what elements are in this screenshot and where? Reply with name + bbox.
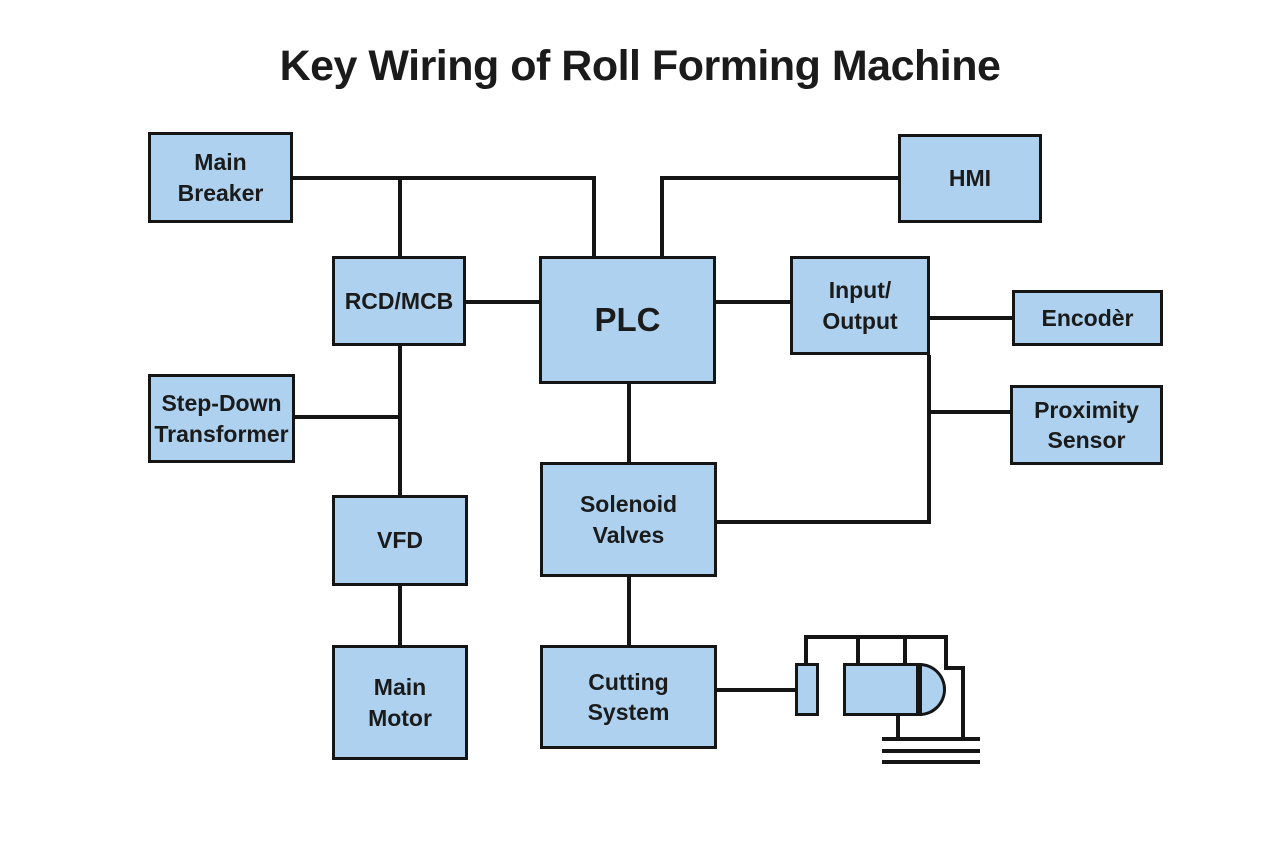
wire-branch-to-proximity-sensor (931, 410, 1010, 414)
node-input-output: Input/ Output (790, 256, 930, 355)
ground-line-1 (882, 737, 980, 741)
motor-wire-to-ground (961, 666, 965, 741)
wire-plc-to-solenoid-valves (627, 384, 631, 462)
motor-end-cap (919, 663, 946, 716)
wire-plc-to-input-output (716, 300, 790, 304)
wire-input-output-to-encoder (930, 316, 1012, 320)
motor-wire-body-drop-2 (903, 635, 907, 665)
motor-wire-right-down (944, 635, 948, 670)
node-main-breaker: Main Breaker (148, 132, 293, 223)
wire-hmi-to-plc (660, 176, 664, 256)
node-vfd: VFD (332, 495, 468, 586)
node-proximity-sensor: Proximity Sensor (1010, 385, 1163, 465)
wire-vfd-to-main-motor (398, 586, 402, 646)
node-encoder: Encodèr (1012, 290, 1163, 346)
node-hmi: HMI (898, 134, 1042, 223)
wire-rcd-mcb-to-plc (466, 300, 540, 304)
wire-solenoid-valves-east (717, 520, 931, 524)
motor-wire-body-drop-1 (856, 635, 860, 665)
wire-cutting-system-to-motor (717, 688, 795, 692)
diagram-title: Key Wiring of Roll Forming Machine (279, 42, 1001, 90)
motor-terminal-box (795, 663, 819, 716)
node-step-down-transformer: Step-Down Transformer (148, 374, 295, 463)
node-rcd-mcb: RCD/MCB (332, 256, 466, 346)
wire-step-down-transformer-branch (295, 415, 400, 419)
motor-body (843, 663, 919, 716)
motor-wire-top (804, 635, 948, 639)
ground-line-2 (882, 749, 980, 753)
wire-main-breaker-east (293, 176, 596, 180)
wire-branch-to-rcd-mcb (398, 176, 402, 256)
ground-line-3 (882, 760, 980, 764)
motor-body-to-ground (896, 716, 900, 741)
wire-input-output-south (927, 355, 931, 524)
wire-solenoid-valves-to-cutting-system (627, 577, 631, 645)
node-cutting-system: Cutting System (540, 645, 717, 749)
wire-hmi-west (660, 176, 898, 180)
wire-rcd-mcb-to-vfd (398, 346, 402, 496)
node-solenoid-valves: Solenoid Valves (540, 462, 717, 577)
node-main-motor: Main Motor (332, 645, 468, 760)
motor-wire-terminal-drop (804, 635, 808, 665)
wire-main-breaker-to-plc (592, 176, 596, 256)
node-plc: PLC (539, 256, 716, 384)
motor-wire-right-across (944, 666, 965, 670)
